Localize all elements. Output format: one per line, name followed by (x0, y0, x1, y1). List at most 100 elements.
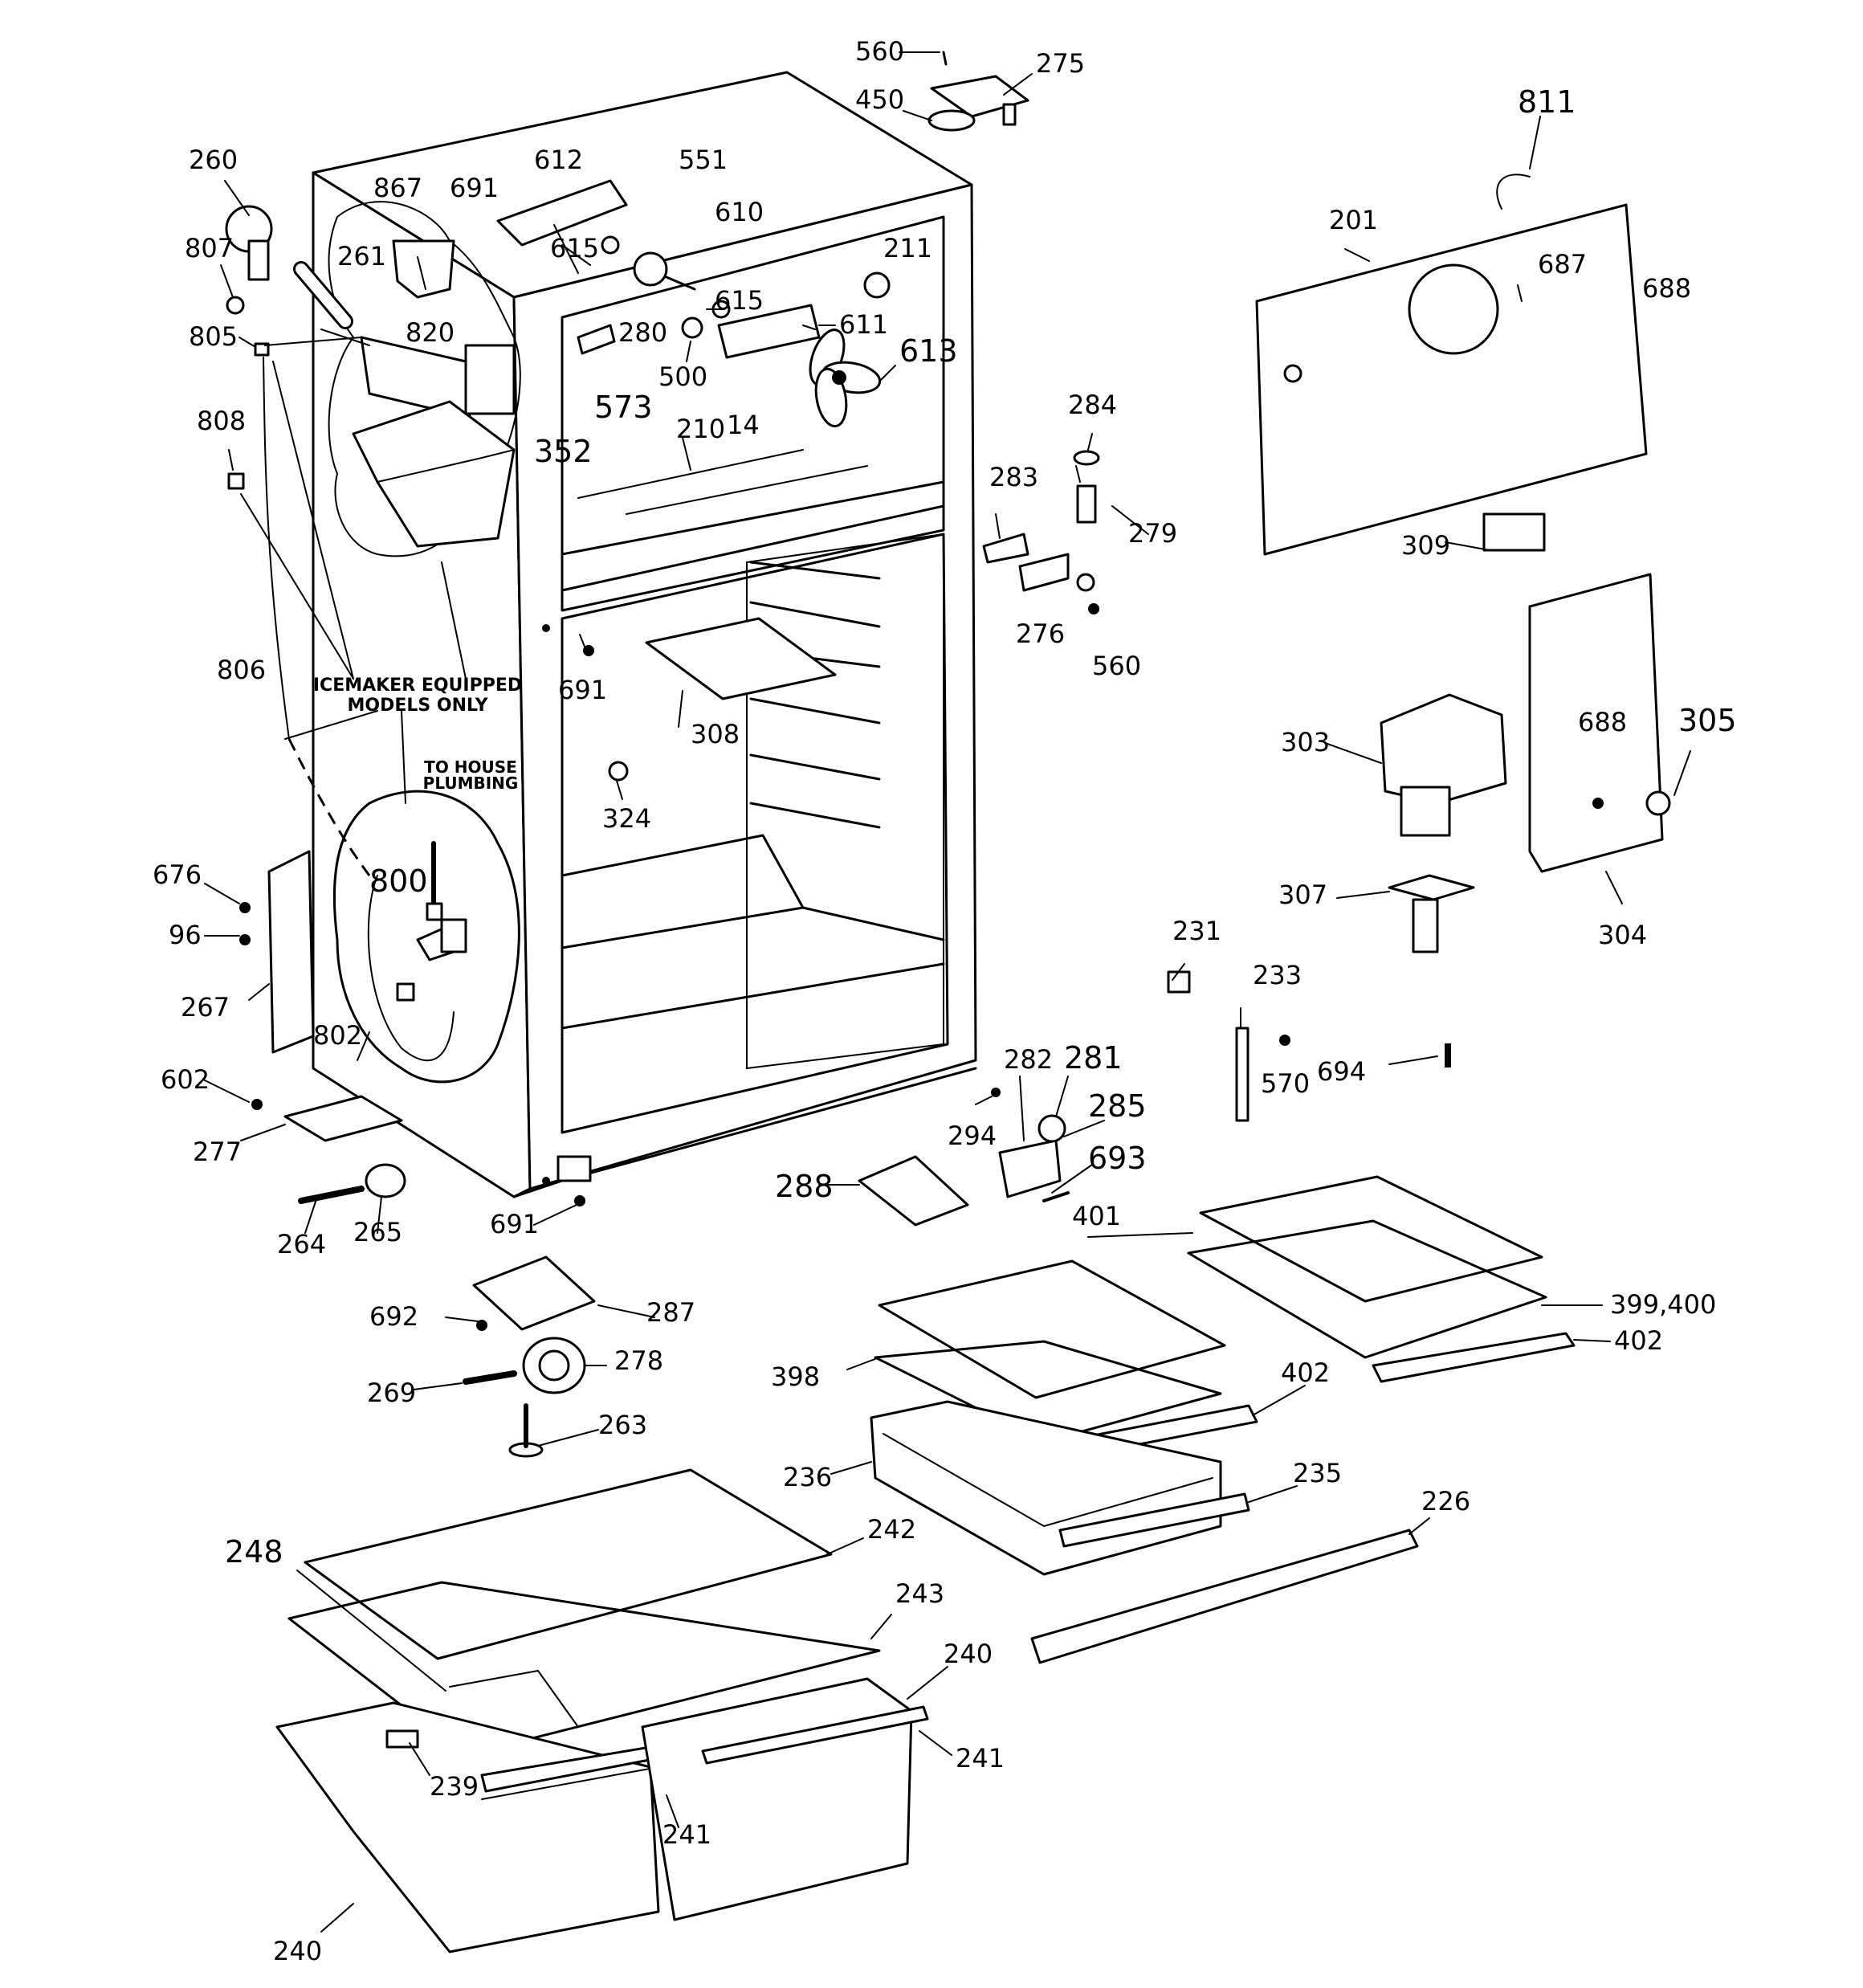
callout-label: 615 (550, 233, 599, 263)
callout-label: 691 (490, 1209, 539, 1239)
callout-label: 241 (662, 1819, 711, 1850)
callout-label: 615 (715, 285, 764, 316)
bracket-277 (283, 1095, 403, 1142)
callout-label: 694 (1317, 1056, 1366, 1087)
callout-label: 231 (1172, 916, 1221, 946)
callout-label: 324 (602, 803, 651, 834)
callout-label: 613 (899, 333, 958, 369)
callout-label: 303 (1281, 727, 1330, 757)
fan-blade (809, 329, 882, 428)
callout-label: 240 (944, 1639, 993, 1669)
callout-label: 305 (1678, 703, 1737, 738)
callout-label: 236 (783, 1462, 832, 1492)
callout-label: 275 (1036, 48, 1085, 79)
right-hardware (982, 450, 1100, 614)
crisper-drawers (275, 1677, 929, 1953)
freezer-components (225, 179, 891, 876)
callout-label: 269 (367, 1378, 416, 1408)
callout-label: 691 (558, 675, 607, 705)
shelves (874, 1175, 1576, 1459)
callout-label: 304 (1598, 920, 1647, 950)
callout-label: 260 (189, 145, 238, 175)
note-plumbing-line2: PLUMBING (423, 774, 519, 793)
callout-label: 264 (277, 1229, 326, 1259)
callout-label: 201 (1329, 205, 1378, 235)
callout-label: 800 (369, 863, 428, 899)
note-plumbing-line1: TO HOUSE (424, 757, 517, 777)
callout-label: 211 (883, 233, 932, 263)
bottom-hinge-parts (463, 1088, 1070, 1458)
callout-label: 281 (1064, 1040, 1123, 1076)
callout-label: 693 (1088, 1141, 1147, 1176)
callout-label: 307 (1278, 880, 1327, 910)
back-panel (1255, 173, 1648, 556)
callout-label: 688 (1578, 707, 1627, 737)
callout-label: 811 (1518, 84, 1576, 120)
callout-label: 676 (153, 859, 202, 890)
icemaker-arrows (240, 361, 467, 804)
callout-label: 279 (1128, 518, 1177, 549)
callout-label: 294 (948, 1121, 997, 1151)
callout-label: 399,400 (1610, 1289, 1716, 1320)
callout-label: 284 (1068, 390, 1117, 420)
callout-label: 241 (956, 1743, 1005, 1774)
callout-label: 308 (691, 719, 740, 749)
callout-label: 805 (189, 321, 238, 352)
callout-label: 309 (1401, 530, 1450, 561)
callout-label: 210 (676, 414, 725, 444)
callout-label: 807 (185, 233, 234, 263)
callout-label: 226 (1421, 1486, 1470, 1517)
callout-label: 233 (1253, 960, 1302, 990)
callout-label: 570 (1261, 1068, 1310, 1099)
callout-label: 288 (775, 1169, 834, 1204)
callout-labels: 560 275 450 811 260 867 691 612 551 610 … (153, 36, 1737, 1966)
callout-label: 96 (169, 920, 202, 950)
drawer-236 (870, 1400, 1250, 1576)
callout-label: 14 (727, 410, 760, 440)
callout-label: 352 (534, 434, 593, 469)
callout-label: 610 (715, 197, 764, 227)
callout-label: 243 (895, 1578, 944, 1609)
callout-label: 691 (450, 173, 499, 203)
callout-label: 820 (406, 317, 455, 348)
callout-label: 283 (989, 462, 1038, 492)
callout-label: 401 (1072, 1201, 1121, 1231)
duct-assembly (1380, 573, 1671, 953)
callout-label: 242 (867, 1514, 916, 1545)
water-valve-parts (367, 841, 467, 1061)
callout-label: 278 (614, 1345, 663, 1376)
note-icemaker-line2: MODELS ONLY (347, 696, 488, 716)
callout-label: 602 (161, 1064, 210, 1095)
callout-label: 402 (1614, 1325, 1663, 1356)
callout-label: 808 (197, 406, 246, 436)
callout-label: 612 (534, 145, 583, 175)
callout-label: 692 (369, 1301, 418, 1332)
callout-label: 560 (1092, 651, 1141, 681)
top-hinge (927, 51, 1029, 132)
callout-label: 551 (679, 145, 728, 175)
callout-label: 450 (855, 84, 904, 115)
callout-label: 500 (658, 361, 707, 392)
callout-label: 261 (337, 241, 386, 271)
bracket-267 (267, 850, 315, 1054)
cover-308 (645, 617, 837, 700)
callout-label: 287 (646, 1297, 695, 1328)
callout-label: 573 (594, 390, 653, 425)
callout-label: 867 (373, 173, 422, 203)
callout-label: 802 (313, 1020, 362, 1051)
callout-label: 687 (1538, 249, 1587, 280)
callout-label: 240 (273, 1936, 322, 1966)
callout-label: 263 (598, 1410, 647, 1440)
trim-226 (1030, 1529, 1419, 1664)
callout-label: 282 (1004, 1044, 1053, 1075)
callout-label: 277 (193, 1137, 242, 1167)
callout-label: 265 (353, 1217, 402, 1247)
callout-label: 267 (181, 992, 230, 1023)
callout-label: 560 (855, 36, 904, 67)
callout-label: 239 (430, 1771, 479, 1802)
callout-label: 280 (618, 317, 667, 348)
leader-lines (204, 51, 1691, 1933)
callout-label: 285 (1088, 1088, 1147, 1124)
